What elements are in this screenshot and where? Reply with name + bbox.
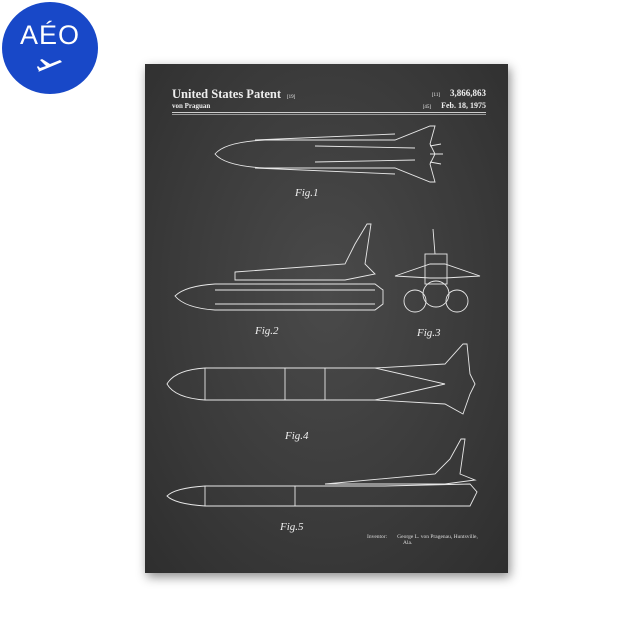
inventor-credit: Inventor:George L. von Pragenau, Huntsvi…: [367, 534, 478, 546]
figure-4-label: Fig.4: [284, 430, 309, 442]
figure-2-label: Fig.2: [254, 325, 279, 337]
figure-2-drawing: [174, 223, 384, 311]
patent-date: [45]Feb. 18, 1975: [422, 101, 486, 110]
inventor-short: von Praguan: [172, 102, 211, 110]
patent-drawings: Fig.1 Fig.2 Fig.3 Fig.4 Fig.5: [166, 125, 481, 533]
patent-poster: United States Patent[19] von Praguan [11…: [145, 64, 508, 573]
patent-title: United States Patent[19]: [172, 87, 296, 101]
figure-3-drawing: [394, 228, 481, 313]
airplane-icon: [37, 59, 62, 72]
figure-1-label: Fig.1: [294, 187, 319, 199]
figure-1-drawing: [214, 125, 443, 183]
figure-3-label: Fig.3: [416, 327, 441, 339]
header-rule: [172, 112, 486, 115]
logo-text: AÉO: [19, 20, 81, 50]
brand-logo: AÉO: [2, 2, 98, 94]
figure-5-label: Fig.5: [279, 521, 304, 533]
figure-4-drawing: [166, 343, 476, 415]
patent-number: [11]3,866,863: [431, 88, 486, 98]
figure-5-drawing: [166, 438, 478, 507]
